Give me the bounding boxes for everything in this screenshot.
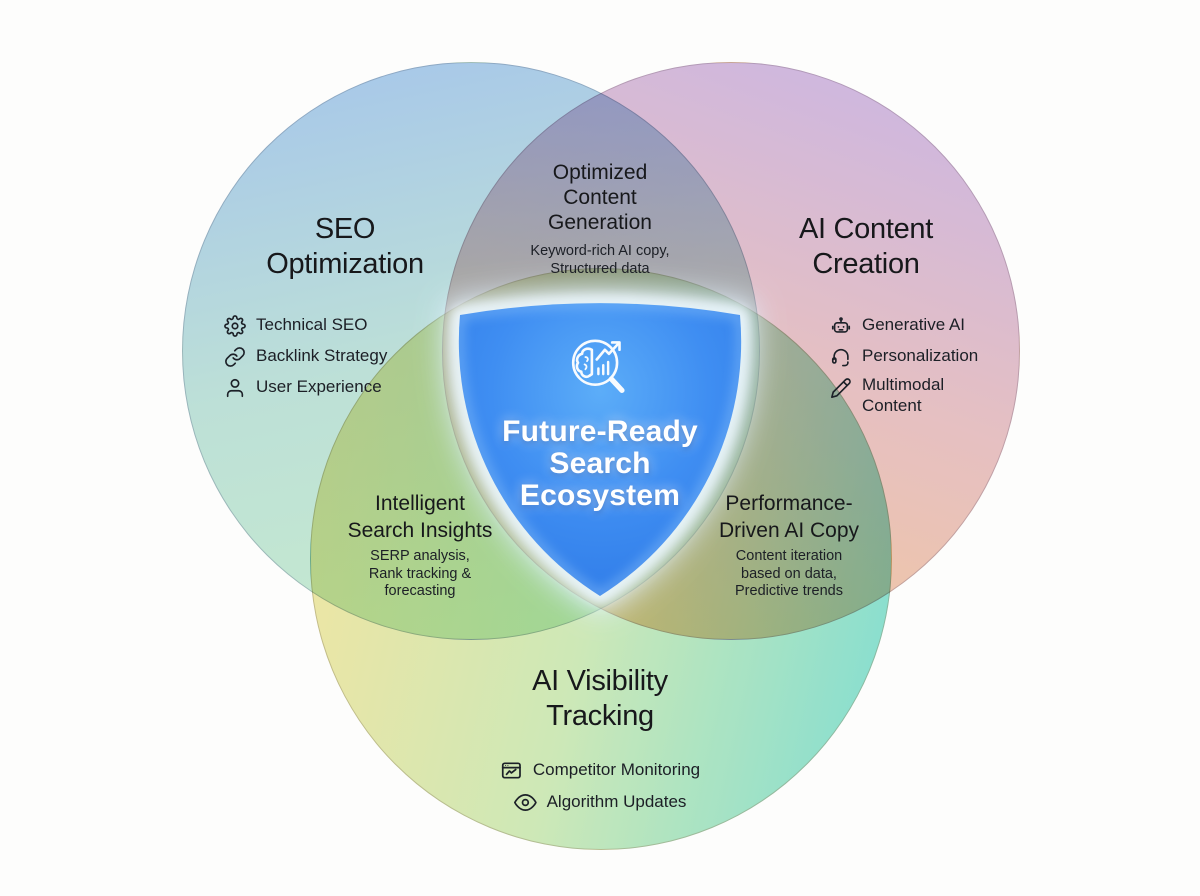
- eye-icon: [513, 793, 537, 811]
- center-title: Future-Ready Search Ecosystem: [502, 416, 698, 512]
- list-item: Backlink Strategy: [224, 341, 387, 372]
- feature-label: User Experience: [256, 377, 382, 397]
- headset-icon: [831, 348, 849, 366]
- list-item: Generative AI: [830, 310, 980, 341]
- robot-icon: [831, 316, 851, 333]
- browser-chart-icon: [501, 761, 521, 779]
- list-item: User Experience: [224, 372, 387, 403]
- center-title-line: Search: [549, 447, 651, 480]
- overlap-left: Intelligent Search Insights SERP analysi…: [347, 492, 493, 599]
- visibility-circle-title: AI Visibility Tracking: [532, 665, 668, 732]
- overlap-right: Performance- Driven AI Copy Content iter…: [718, 492, 860, 599]
- center-title-line: Future-Ready: [502, 415, 698, 448]
- gear-icon: [224, 314, 246, 337]
- feature-label: Backlink Strategy: [256, 346, 388, 366]
- ai-content-feature-list: Generative AI Personalization Multimodal…: [830, 310, 980, 416]
- list-item: Algorithm Updates: [513, 790, 687, 814]
- ai-content-circle-title: AI Content Creation: [798, 213, 934, 280]
- feature-label: Multimodal Content: [862, 375, 945, 415]
- feature-label: Personalization: [862, 346, 979, 366]
- visibility-feature-list: Competitor Monitoring Algorithm Updates: [500, 758, 700, 814]
- list-item: Personalization: [830, 341, 980, 372]
- list-item: Competitor Monitoring: [500, 758, 700, 782]
- list-item: Multimodal Content: [830, 375, 980, 416]
- pencil-icon: [831, 378, 851, 398]
- feature-label: Algorithm Updates: [546, 791, 687, 811]
- user-icon: [226, 378, 244, 397]
- brain-search-growth-icon: [571, 339, 625, 394]
- seo-feature-list: Technical SEO Backlink Strategy User Exp…: [224, 310, 387, 403]
- feature-label: Technical SEO: [256, 315, 368, 335]
- link-icon: [225, 346, 245, 367]
- overlap-top: Optimized Content Generation Keyword-ric…: [530, 161, 670, 277]
- center-title-line: Ecosystem: [519, 479, 681, 512]
- feature-label: Generative AI: [862, 315, 966, 335]
- feature-label: Competitor Monitoring: [532, 759, 701, 779]
- seo-circle-title: SEO Optimization: [266, 213, 424, 280]
- list-item: Technical SEO: [224, 310, 387, 341]
